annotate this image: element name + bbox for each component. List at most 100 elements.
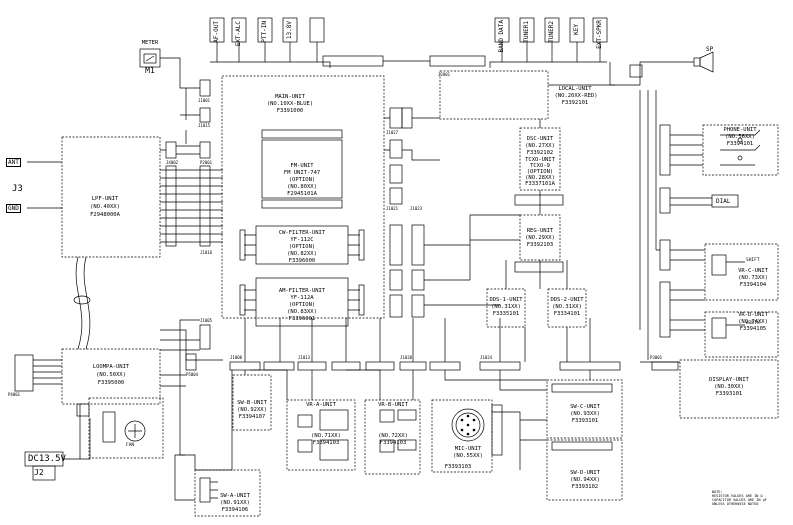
loompa-unit-box bbox=[61, 348, 161, 405]
tcxo-model: (NO.28XX) bbox=[525, 175, 555, 181]
vr-d-model: (NO.74XX) bbox=[738, 319, 768, 325]
display-unit-title: DISPLAY-UNIT bbox=[709, 377, 749, 383]
mic-unit-box bbox=[431, 399, 493, 473]
meter-ref: M1 bbox=[145, 66, 155, 75]
fm-unit-opt: (OPTION) bbox=[288, 177, 316, 183]
tcxo-name: TCXO-9 bbox=[530, 163, 550, 169]
phone-unit-box bbox=[702, 124, 779, 176]
am-filter-name: YF-112A bbox=[290, 295, 314, 301]
local-unit-box bbox=[439, 70, 549, 120]
vr-d-part: F3394105 bbox=[739, 326, 767, 332]
local-unit-model: (NO.20XX-RED) bbox=[554, 93, 598, 99]
main-unit-box bbox=[221, 75, 385, 319]
tcxo-unit-title: TCXO-UNIT bbox=[525, 157, 555, 163]
cw-filter-name: YF-112C bbox=[290, 237, 314, 243]
sw-d-part: F3393102 bbox=[571, 484, 599, 490]
sw-b-unit-box bbox=[232, 374, 272, 431]
main-unit-title: MAIN-UNIT bbox=[275, 94, 305, 100]
gnd-label: GND bbox=[6, 204, 21, 213]
dds2-unit-model: (NO.31XX) bbox=[552, 304, 582, 310]
conn-j1024: J1024 bbox=[480, 355, 493, 360]
mic-unit-part: F3393103 bbox=[444, 464, 472, 470]
dsc-unit-box bbox=[519, 127, 561, 191]
sw-d-model: (NO.94XX) bbox=[570, 477, 600, 483]
main-unit-model: (NO.10XX-BLUE) bbox=[266, 101, 314, 107]
jack-tuner1: TUNER1 bbox=[523, 21, 530, 43]
fm-unit-model: (NO.80XX) bbox=[287, 184, 317, 190]
jack-ptt-in: PTT-IN bbox=[261, 21, 268, 43]
conn-p3001: P3001 bbox=[650, 355, 663, 360]
vr-a-unit-box bbox=[286, 399, 356, 471]
dds1-unit-title: DDS-1-UNIT bbox=[489, 297, 523, 303]
sw-c-part: F3393101 bbox=[571, 418, 599, 424]
conn-j1015: J1015 bbox=[198, 123, 211, 128]
sw-a-part: F3394106 bbox=[221, 507, 249, 513]
tcxo-opt: (OPTION) bbox=[526, 169, 554, 175]
fm-unit-name: FM UNIT-747 bbox=[283, 170, 321, 176]
sw-b-part: F3394107 bbox=[238, 414, 266, 420]
sw-a-model: (NO.91XX) bbox=[220, 500, 250, 506]
local-unit-title: LOCAL-UNIT bbox=[558, 86, 592, 92]
conn-p4001: P4001 bbox=[8, 392, 21, 397]
j3-ref: J3 bbox=[12, 184, 23, 194]
fm-unit-box bbox=[261, 139, 343, 199]
tcxo-part: F3337101A bbox=[525, 181, 555, 187]
sw-d-title: SW-D-UNIT bbox=[570, 470, 600, 476]
display-unit-box bbox=[679, 359, 779, 419]
jack-ext-spkr: EXT-SPKR bbox=[596, 20, 603, 49]
dds1-unit-model: (NO.31XX) bbox=[491, 304, 521, 310]
dial-label: DIAL bbox=[716, 198, 731, 205]
vr-b-title: VR-B-UNIT bbox=[378, 402, 408, 408]
vr-b-unit-box bbox=[364, 399, 421, 475]
width-label: WIDTH bbox=[746, 321, 760, 326]
vr-a-title: VR-A-UNIT bbox=[306, 402, 336, 408]
cw-filter-opt: (OPTION) bbox=[288, 244, 316, 250]
mic-unit-title: MIC-UNIT bbox=[454, 446, 482, 452]
vr-a-model: (NO.71XX) bbox=[311, 433, 341, 439]
display-unit-part: F3393101 bbox=[715, 391, 743, 397]
conn-j1020: J1020 bbox=[400, 355, 413, 360]
mic-unit-model: (NO.55XX) bbox=[453, 453, 483, 459]
note-line-2: CAPACITOR VALUES ARE IN µF bbox=[712, 498, 767, 502]
am-filter-model: (NO.83XX) bbox=[287, 309, 317, 315]
reg-unit-model: (NO.29XX) bbox=[525, 235, 555, 241]
jack-key: KEY bbox=[573, 24, 580, 35]
vr-c-title: VR-C-UNIT bbox=[738, 268, 768, 274]
conn-j4002: J4002 bbox=[166, 160, 179, 165]
lpf-unit-box bbox=[61, 136, 161, 258]
conn-p5004: P5004 bbox=[186, 372, 199, 377]
cw-filter-part: F3396000 bbox=[288, 258, 316, 264]
bottom-connector-row bbox=[229, 361, 621, 371]
conn-j1001: J1001 bbox=[198, 98, 211, 103]
fm-unit-part: F2945101A bbox=[287, 191, 317, 197]
vr-d-title: VR-D-UNIT bbox=[738, 312, 768, 318]
display-unit-model: (NO.30XX) bbox=[714, 384, 744, 390]
meter-label: METER bbox=[141, 40, 159, 46]
sw-d-unit-box bbox=[546, 439, 623, 501]
phone-unit-part: F3394101 bbox=[726, 141, 754, 147]
cw-filter-model: (NO.82XX) bbox=[287, 251, 317, 257]
jack-tuner2: TUNER2 bbox=[548, 21, 555, 43]
sw-c-model: (NO.93XX) bbox=[570, 411, 600, 417]
dds1-unit-part: F3335101 bbox=[492, 311, 520, 317]
jack-band-data: BAND DATA bbox=[498, 20, 505, 53]
lpf-unit-title: LPF-UNIT bbox=[91, 196, 119, 202]
ant-label: ANT bbox=[6, 158, 21, 167]
conn-j1016: J1016 bbox=[200, 250, 213, 255]
conn-p2001: P2001 bbox=[200, 160, 213, 165]
dc-label: DC13.5V bbox=[28, 454, 66, 464]
conn-j2001: J2001 bbox=[438, 72, 451, 77]
jack-ext-alc: EXT-ALC bbox=[235, 21, 242, 47]
vr-c-model: (NO.73XX) bbox=[738, 275, 768, 281]
lpf-unit-part: F2948000A bbox=[90, 212, 120, 218]
conn-j1027: J1027 bbox=[386, 130, 399, 135]
dc-ref: J2 bbox=[34, 468, 44, 477]
vr-a-part: F3394103 bbox=[312, 440, 340, 446]
lpf-unit-model: (NO.40XX) bbox=[90, 204, 120, 210]
fm-unit-title: FM-UNIT bbox=[290, 163, 314, 169]
fan-label: FAN bbox=[126, 443, 135, 448]
conn-j1013: J1013 bbox=[298, 355, 311, 360]
conn-j1005: J1005 bbox=[200, 318, 213, 323]
